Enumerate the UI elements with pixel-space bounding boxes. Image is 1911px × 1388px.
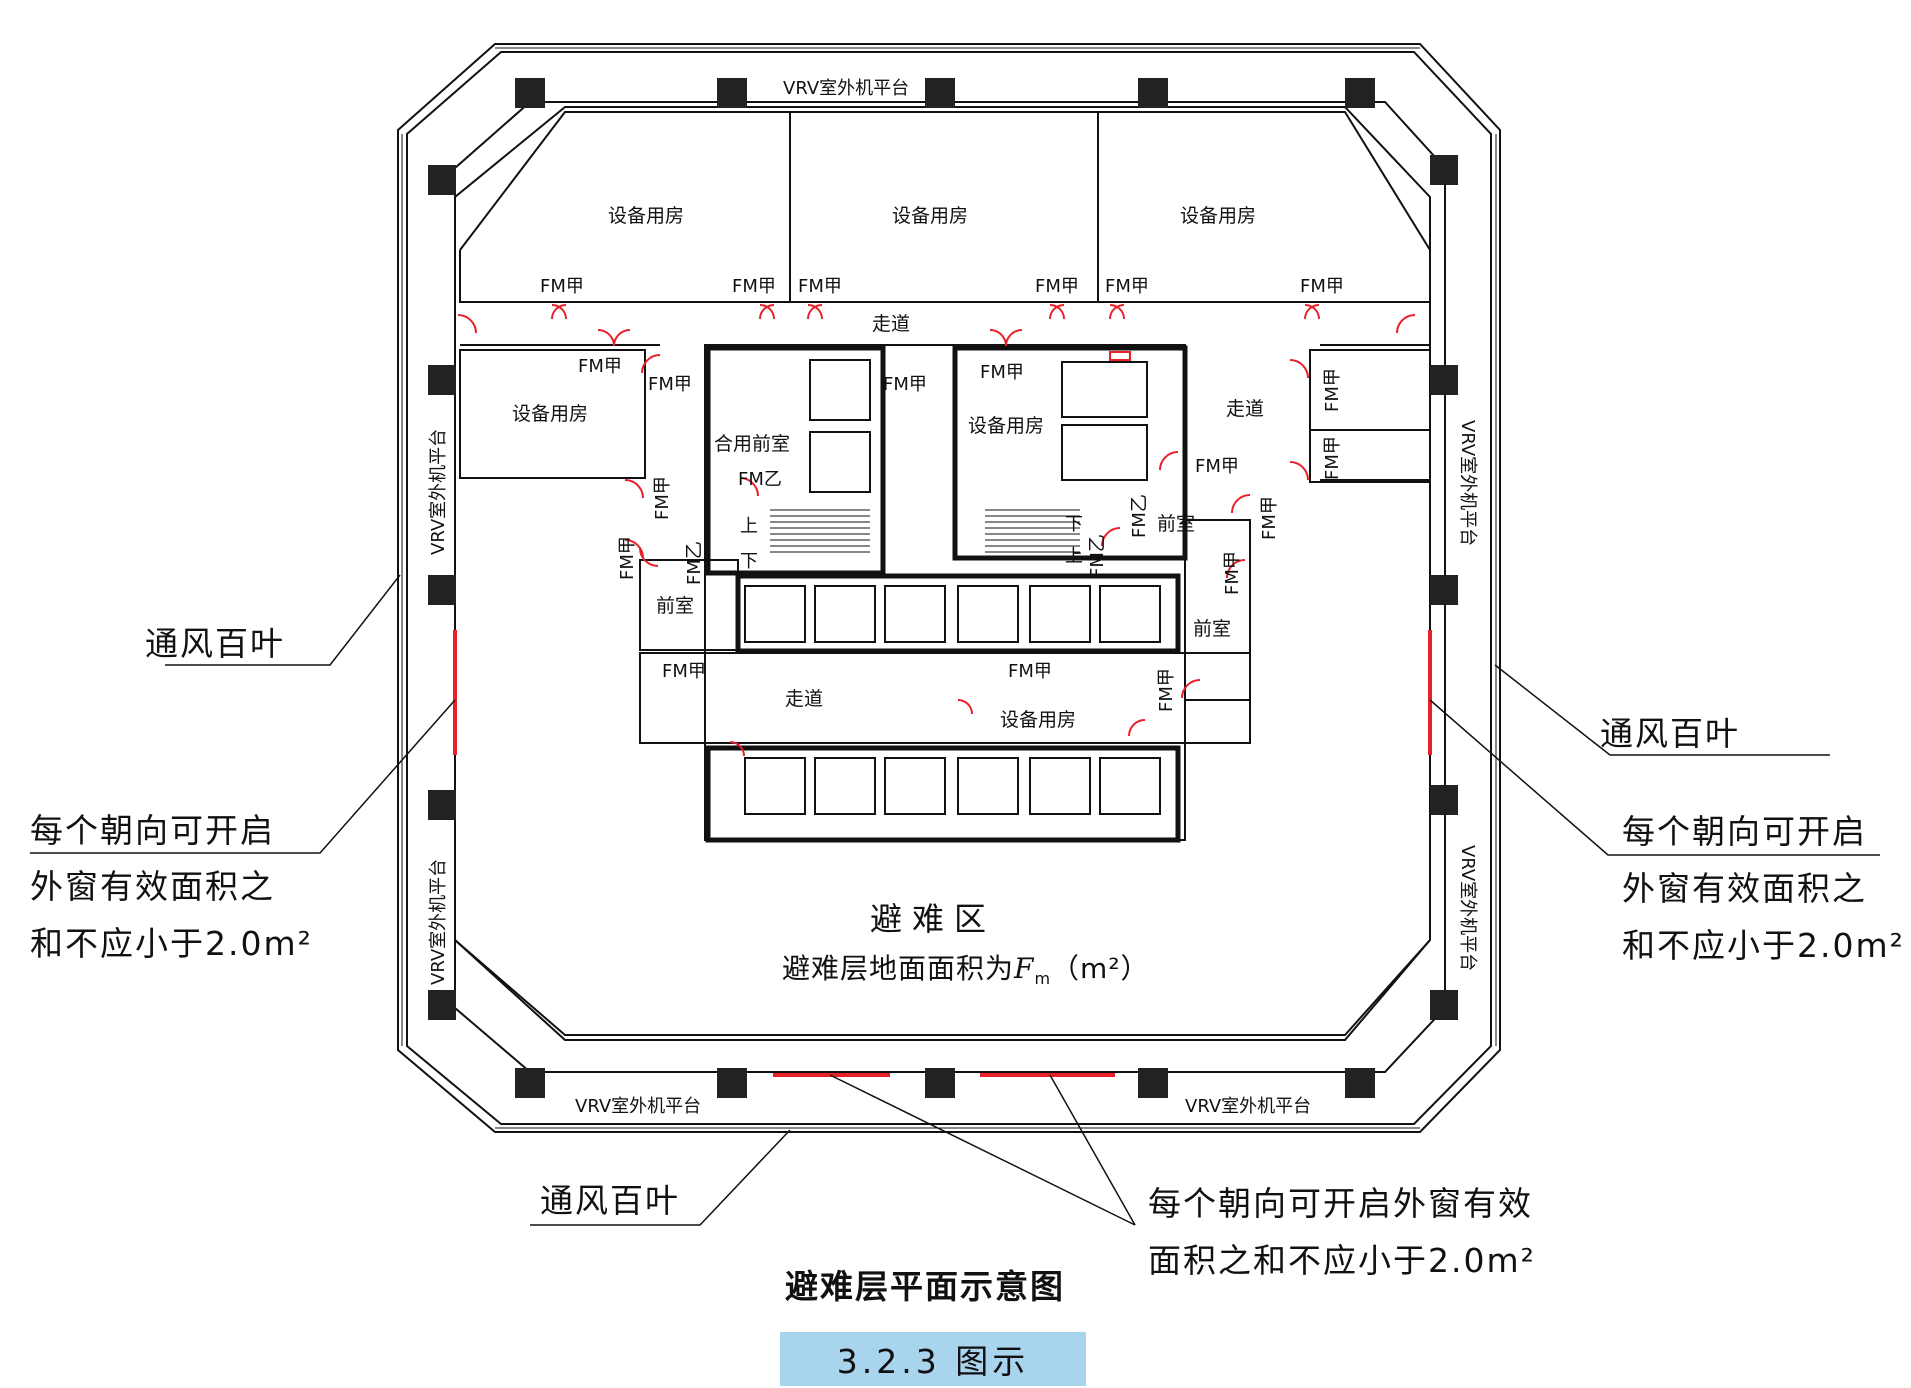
door-label-fm-a: FM甲: [648, 374, 692, 395]
door-label-fm-a: FM甲: [980, 362, 1024, 383]
louver-note-bottom: 通风百叶: [540, 1181, 680, 1220]
window-rule-right-line-2: 外窗有效面积之: [1622, 869, 1867, 908]
building-core: [639, 344, 1251, 843]
vrv-platform-label-bottom-right: VRV室外机平台: [1185, 1096, 1311, 1117]
door-label-fm-a: FM甲: [1259, 496, 1280, 540]
drawing-caption: 避难层平面示意图: [785, 1267, 1065, 1306]
louver-note-left: 通风百叶: [145, 624, 285, 663]
perimeter-partitions: [454, 111, 1431, 1036]
room-label-equipment-top-center: 设备用房: [892, 205, 968, 227]
room-label-equipment-left: 设备用房: [512, 403, 588, 425]
door-label-fm-a: FM甲: [1222, 551, 1243, 595]
refuge-area-title: 避难区: [870, 900, 996, 938]
door-label-fm-a: FM甲: [1322, 436, 1343, 480]
structural-columns: [428, 78, 1458, 1098]
window-rule-left-line-3: 和不应小于2.0m²: [30, 924, 313, 963]
door-label-fm-b: FM乙: [738, 469, 782, 490]
vrv-platform-label-left-lower: VRV室外机平台: [428, 859, 449, 985]
vrv-platform-label-right-upper: VRV室外机平台: [1457, 420, 1478, 546]
stair-down-label: 下: [740, 551, 758, 572]
window-rule-left-line-2: 外窗有效面积之: [30, 867, 275, 906]
door-label-fm-a: FM甲: [1300, 276, 1344, 297]
refuge-area-symbol: F: [1013, 952, 1035, 985]
vrv-platform-label-bottom-left: VRV室外机平台: [575, 1096, 701, 1117]
louver-note-right: 通风百叶: [1600, 714, 1740, 753]
vrv-platform-label-right-lower: VRV室外机平台: [1457, 845, 1478, 971]
door-label-fm-a: FM甲: [617, 536, 638, 580]
room-label-equipment-top-right: 设备用房: [1180, 205, 1256, 227]
figure-number: 3.2.3 图示: [836, 1342, 1030, 1381]
door-label-fm-b: FM乙: [684, 541, 705, 585]
room-label-equipment-top-left: 设备用房: [608, 205, 684, 227]
stair-down-label: 下: [1065, 514, 1083, 535]
elevator-cars: [744, 585, 1161, 815]
window-rule-right-line-3: 和不应小于2.0m²: [1622, 926, 1905, 965]
room-label-equipment-lower: 设备用房: [1000, 709, 1076, 731]
window-rule-bottom-line-1: 每个朝向可开启外窗有效: [1148, 1184, 1533, 1223]
room-label-lobby-upper-right: 前室: [1157, 513, 1195, 535]
window-rule-left-line-1: 每个朝向可开启: [30, 811, 275, 850]
door-label-fm-a: FM甲: [652, 476, 673, 520]
room-label-lobby-right: 前室: [1193, 618, 1231, 640]
vrv-platform-label-top: VRV室外机平台: [783, 78, 909, 99]
refuge-area-subscript: m: [1034, 969, 1051, 988]
door-label-fm-a: FM甲: [662, 661, 706, 682]
leader-lines: [30, 574, 1880, 1226]
door-label-fm-a: FM甲: [732, 276, 776, 297]
door-label-fm-a: FM甲: [1008, 661, 1052, 682]
door-label-fm-a: FM甲: [578, 356, 622, 377]
door-label-fm-a: FM甲: [798, 276, 842, 297]
openable-windows: [453, 630, 1432, 1077]
door-label-fm-a: FM甲: [1156, 668, 1177, 712]
room-label-shared-lobby: 合用前室: [714, 433, 790, 455]
stair-up-label: 上: [740, 516, 758, 537]
room-label-equipment-core: 设备用房: [968, 415, 1044, 437]
refuge-area-prefix: 避难层地面面积为: [782, 952, 1014, 985]
door-label-fm-a: FM甲: [1105, 276, 1149, 297]
stair-up-label: 上: [1065, 546, 1083, 567]
vrv-platform-label-left-upper: VRV室外机平台: [428, 429, 449, 555]
door-label-fm-a: FM甲: [1322, 368, 1343, 412]
room-label-lobby-left: 前室: [656, 595, 694, 617]
facade-louver-hatching: [401, 47, 1497, 1129]
room-label-corridor-core: 走道: [785, 688, 823, 710]
fire-doors: [457, 304, 1416, 757]
door-label-fm-a: FM甲: [1035, 276, 1079, 297]
room-label-corridor-top: 走道: [872, 313, 910, 335]
refuge-area-unit: （m²）: [1051, 952, 1150, 985]
door-label-fm-a: FM甲: [540, 276, 584, 297]
window-rule-bottom-line-2: 面积之和不应小于2.0m²: [1148, 1241, 1536, 1280]
room-label-corridor-right: 走道: [1226, 398, 1264, 420]
door-label-fm-b: FM乙: [1087, 534, 1108, 578]
door-label-fm-a: FM甲: [1195, 456, 1239, 477]
refuge-area-formula: 避难层地面面积为Fm（m²）: [782, 952, 1150, 988]
stair-treads: [770, 509, 1080, 553]
window-rule-right-line-1: 每个朝向可开启: [1622, 812, 1867, 851]
figure-number-bar: 3.2.3 图示: [780, 1332, 1086, 1386]
door-label-fm-a: FM甲: [883, 374, 927, 395]
door-label-fm-b: FM乙: [1129, 494, 1150, 538]
